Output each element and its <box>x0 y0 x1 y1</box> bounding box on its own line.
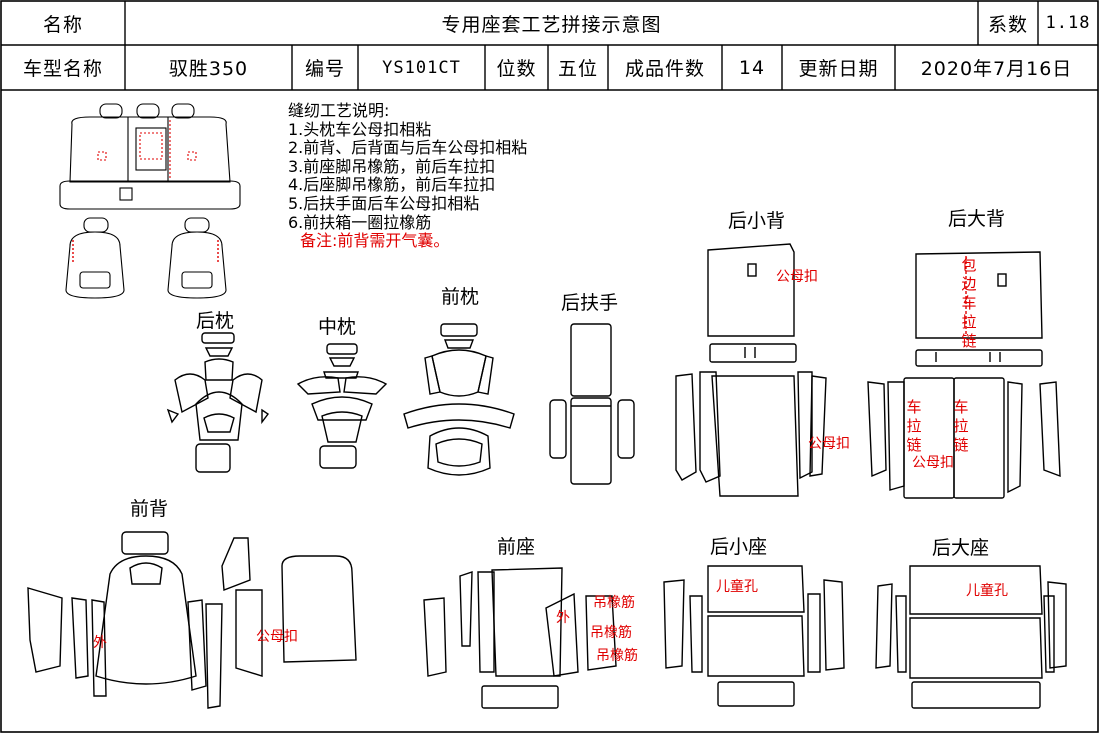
pieces-value: 14 <box>738 56 766 79</box>
annotation-elastic-3: 吊橡筋 <box>596 648 638 664</box>
label-middle-headrest: 中枕 <box>318 316 357 338</box>
annotation-outer-front-back: 外 <box>93 635 107 651</box>
rear-small-seat-pieces <box>663 565 845 707</box>
rear-bench-thumbnail <box>59 103 241 210</box>
rear-large-back-pieces <box>867 251 1061 499</box>
annotation-child-hole-small: 儿童孔 <box>716 579 758 595</box>
label-front-back: 前背 <box>130 498 169 520</box>
annotation-outer-front-seat: 外 <box>556 610 570 626</box>
note-item: 6.前扶箱一圈拉橡筋 <box>288 212 432 232</box>
pieces-label: 成品件数 <box>624 58 705 80</box>
front-seat-stitch-marks <box>72 240 219 262</box>
sewing-notes: 缝纫工艺说明: 1.头枕车公母扣相粘 2.前背、后背面与后车公母扣相粘 3.前座… <box>288 101 528 251</box>
annotation-elastic-2: 吊橡筋 <box>590 625 632 641</box>
annotation-snap-large-back: 公母扣 <box>912 455 954 471</box>
date-label: 更新日期 <box>798 58 879 80</box>
front-headrest-pieces <box>403 323 515 476</box>
note-item: 4.后座脚吊橡筋，前后车拉扣 <box>288 175 496 195</box>
annotation-zipper-right: 车拉链 <box>953 398 969 454</box>
label-rear-small-seat: 后小座 <box>710 536 768 558</box>
date-value: 2020年7月16日 <box>920 58 1073 80</box>
coefficient-value: 1.18 <box>1045 13 1091 33</box>
annotation-elastic-1: 吊橡筋 <box>593 595 635 611</box>
note-item: 2.前背、后背面与后车公母扣相粘 <box>288 138 528 158</box>
annotation-snap-front-back: 公母扣 <box>256 629 298 645</box>
seats-label: 位数 <box>496 58 537 80</box>
model-value: 驭胜350 <box>168 58 249 80</box>
rear-headrest-pieces <box>166 332 270 473</box>
coefficient-label: 系数 <box>987 13 1028 36</box>
rear-bench-stitch-marks <box>97 120 197 180</box>
code-value: YS101CT <box>382 57 461 78</box>
label-rear-large-back: 后大背 <box>948 208 1006 230</box>
label-rear-large-seat: 后大座 <box>932 537 990 559</box>
label-rear-headrest: 后枕 <box>196 310 235 332</box>
annotation-snap-small-back-top: 公母扣 <box>776 269 818 285</box>
label-front-seat: 前座 <box>497 536 536 558</box>
page-title: 专用座套工艺拼接示意图 <box>441 13 662 36</box>
rear-armrest-pieces <box>549 323 635 485</box>
code-label: 编号 <box>304 58 345 80</box>
front-seat-thumbnails <box>65 217 227 299</box>
front-seat-pieces <box>423 567 617 709</box>
annotation-wrap-zipper: 包边车拉链 <box>961 256 977 350</box>
note-item: 3.前座脚吊橡筋，前后车拉扣 <box>288 156 496 176</box>
annotation-snap-small-back-side: 公母扣 <box>808 436 850 452</box>
annotation-zipper-left: 车拉链 <box>906 398 922 454</box>
model-label: 车型名称 <box>22 58 103 80</box>
middle-headrest-pieces <box>296 343 388 469</box>
label-rear-small-back: 后小背 <box>728 210 786 232</box>
note-item: 1.头枕车公母扣相粘 <box>288 119 432 139</box>
rear-small-back-pieces <box>675 243 827 497</box>
rear-large-seat-pieces <box>875 565 1067 709</box>
label-front-headrest: 前枕 <box>441 286 480 308</box>
label-rear-armrest: 后扶手 <box>561 292 619 314</box>
name-label: 名称 <box>42 13 83 36</box>
notes-remark: 备注:前背需开气囊。 <box>300 231 450 251</box>
seats-value: 五位 <box>557 58 598 80</box>
front-back-pieces <box>27 531 357 709</box>
annotation-child-hole-large: 儿童孔 <box>966 583 1008 599</box>
notes-heading: 缝纫工艺说明: <box>288 101 390 120</box>
note-item: 5.后扶手面后车公母扣相粘 <box>288 193 480 213</box>
